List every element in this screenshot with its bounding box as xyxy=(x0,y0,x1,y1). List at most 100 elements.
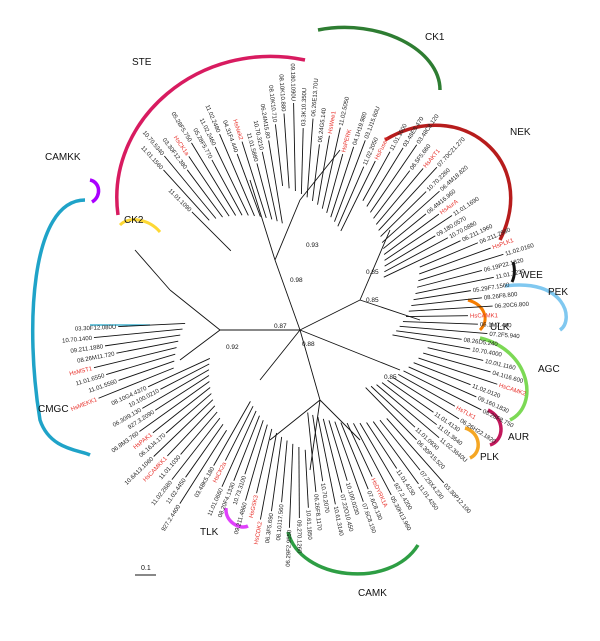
leaf-label: 08.26M11.720 xyxy=(77,351,116,364)
leaf-branch xyxy=(317,416,336,505)
leaf-label: 927.2.4400 xyxy=(161,504,183,533)
arc-agc xyxy=(479,336,529,422)
leaf-label: 06.29F2.9550 xyxy=(286,529,294,567)
support-value: 0.85 xyxy=(366,297,379,304)
leaf-branch xyxy=(383,240,461,278)
arc-camk xyxy=(286,531,420,576)
leaf-branch xyxy=(116,340,179,354)
leaf-branch xyxy=(261,151,278,222)
leaf-branch xyxy=(118,322,186,328)
leaf-branch xyxy=(379,419,421,471)
support-value: 0.92 xyxy=(226,344,239,351)
arc-ck1 xyxy=(317,25,442,91)
leaf-branch xyxy=(408,366,477,398)
leaf-branch xyxy=(185,423,224,478)
leaf-branch xyxy=(93,347,177,369)
leaf-branch xyxy=(191,142,237,216)
leaf-label: 09.270.1260 xyxy=(295,520,301,554)
leaf-branch xyxy=(300,128,304,195)
leaf-branch xyxy=(415,276,494,295)
leaf-branch xyxy=(104,334,181,347)
leaf-branch xyxy=(396,330,462,340)
arc-aur xyxy=(487,408,503,447)
leaf-branch xyxy=(98,367,174,399)
support-value: 0.98 xyxy=(290,277,303,284)
group-label-ulk: ULK xyxy=(490,322,510,333)
leaf-label: 06.3F5.690 xyxy=(265,512,275,544)
leaf-branch xyxy=(405,315,468,317)
leaf-label: 08.26F8.800 xyxy=(484,292,519,302)
leaf-label: HsWee1 xyxy=(328,110,338,134)
leaf-label: HsPERK xyxy=(341,129,353,153)
leaf-branch xyxy=(163,169,210,221)
leaf-branch xyxy=(408,305,493,312)
leaf-label: HsMST1 xyxy=(69,366,94,378)
leaf-branch xyxy=(283,113,290,189)
leaf-label: HsGSK3 xyxy=(249,494,260,519)
leaf-branch xyxy=(381,382,437,426)
leaf-branch xyxy=(346,422,373,477)
leaf-label: 06.26E13.70U xyxy=(311,78,320,117)
arc-nek xyxy=(384,123,513,241)
leaf-branch xyxy=(413,290,471,301)
group-arcs xyxy=(30,25,568,576)
leaf-branch xyxy=(154,375,210,411)
leaf-branch xyxy=(386,418,445,484)
group-label-aur: AUR xyxy=(508,432,529,443)
group-label-wee: WEE xyxy=(520,270,543,281)
branch xyxy=(134,249,171,291)
leaf-branch xyxy=(384,235,436,267)
leaf-branch xyxy=(312,414,324,482)
leaf-label: 06.20C6.800 xyxy=(495,302,530,310)
support-value: 0.87 xyxy=(274,323,287,330)
leaf-label: 10.73.3100 xyxy=(233,475,249,506)
branch xyxy=(259,329,301,381)
leaf-branch xyxy=(106,353,176,376)
leaf-branch xyxy=(419,247,491,275)
leaf-branch xyxy=(241,141,267,219)
leaf-label: 08.10K10.710 xyxy=(267,85,277,123)
scale-bar: 0.1 xyxy=(135,565,156,576)
leaf-label: 04.1I16.600 xyxy=(491,371,524,386)
leaf-branch xyxy=(259,432,277,520)
leaf-branch xyxy=(353,423,392,496)
leaf-label: 08.10J17.560 xyxy=(276,503,285,540)
arc-camkk xyxy=(89,178,101,204)
leaf-branch xyxy=(413,362,471,386)
leaf-branch xyxy=(304,449,309,508)
branch xyxy=(169,289,221,331)
leaf-branch xyxy=(274,124,284,186)
arc-cmgc xyxy=(30,198,91,457)
leaf-label: 08.10K10.880 xyxy=(277,74,286,112)
support-value: 0.85 xyxy=(384,374,397,381)
leaf-branch xyxy=(378,166,438,231)
arc-wee xyxy=(510,261,516,283)
branch xyxy=(309,399,321,471)
arc-tlk xyxy=(224,507,249,529)
group-label-ste: STE xyxy=(132,57,152,68)
leaf-branch xyxy=(152,387,211,434)
leaf-branch xyxy=(418,357,498,385)
leaf-label: 06.24M15.80 xyxy=(259,104,271,140)
support-value: 0.85 xyxy=(366,269,379,276)
leaf-branch xyxy=(219,133,255,217)
support-value: 0.93 xyxy=(306,242,319,249)
leaf-branch xyxy=(180,411,218,455)
leaf-branch xyxy=(256,163,273,220)
leaf-branch xyxy=(160,363,210,390)
leaf-branch xyxy=(288,443,294,528)
branch xyxy=(319,399,361,441)
leaf-branch xyxy=(359,422,395,482)
leaf-branch xyxy=(387,379,434,413)
leaf-label: 06.1M7.490 xyxy=(480,322,513,329)
leaf-label: 07.2F5.940 xyxy=(489,332,520,341)
leaf-branch xyxy=(139,381,210,432)
leaf-branch xyxy=(153,399,214,457)
leaf-branch xyxy=(427,347,484,361)
leaf-branch xyxy=(256,428,273,494)
leaf-label: 09.180.1090U xyxy=(289,63,296,101)
leaf-branch xyxy=(330,146,355,218)
leaf-branch xyxy=(366,422,398,469)
